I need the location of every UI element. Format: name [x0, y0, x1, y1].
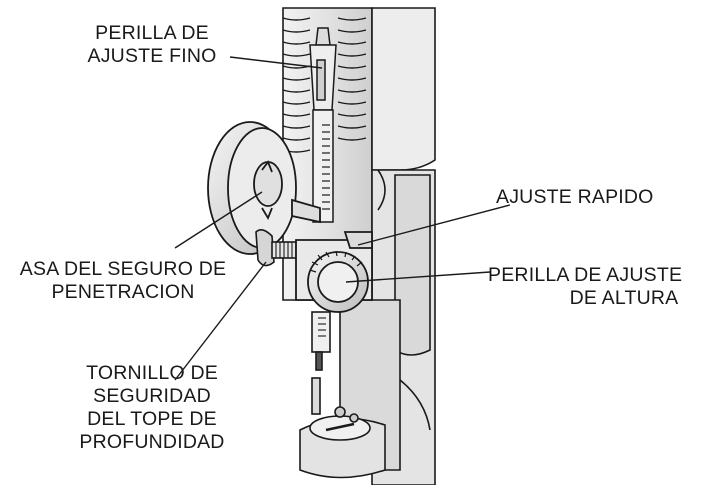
leader-lines [174, 56, 511, 381]
label-safety-screw-line3: DEL TOPE DE [87, 408, 217, 430]
height-adjust-knob [295, 231, 373, 313]
leader-height-knob [345, 271, 491, 283]
label-quick-adjust: AJUSTE RAPIDO [496, 186, 686, 209]
label-safety-screw-line1: TORNILLO DE [86, 362, 218, 384]
label-lock-handle-line2: PENETRACION [51, 281, 195, 303]
label-fine-knob-line2: AJUSTE FINO [87, 45, 217, 67]
label-safety-screw: TORNILLO DE SEGURIDAD DEL TOPE DE PROFUN… [60, 362, 244, 454]
leader-lock-handle-a [174, 191, 263, 249]
leader-fine-knob [229, 56, 323, 69]
label-fine-knob-line1: PERILLA DE [95, 22, 209, 44]
leader-lock-handle-b [174, 261, 267, 381]
label-quick-adjust-line1: AJUSTE RAPIDO [496, 186, 654, 208]
leader-quick-adjust [357, 204, 511, 246]
label-height-knob-line2: DE ALTURA [569, 287, 679, 309]
plunge-lock-handle [207, 121, 321, 255]
label-height-knob: PERILLA DE AJUSTE DE ALTURA [488, 264, 720, 310]
label-lock-handle-line1: ASA DEL SEGURO DE [19, 258, 227, 280]
label-safety-screw-line4: PROFUNDIDAD [79, 431, 225, 453]
lower-column [299, 311, 386, 479]
base-housing [339, 7, 436, 486]
label-safety-screw-line2: SEGURIDAD [93, 385, 211, 407]
label-height-knob-line1: PERILLA DE AJUSTE [488, 264, 683, 286]
label-fine-knob: PERILLA DE AJUSTE FINO [74, 22, 230, 68]
safety-screw-knob [255, 228, 297, 267]
fine-adjust-rod [309, 27, 337, 223]
label-lock-handle: ASA DEL SEGURO DE PENETRACION [8, 258, 238, 304]
